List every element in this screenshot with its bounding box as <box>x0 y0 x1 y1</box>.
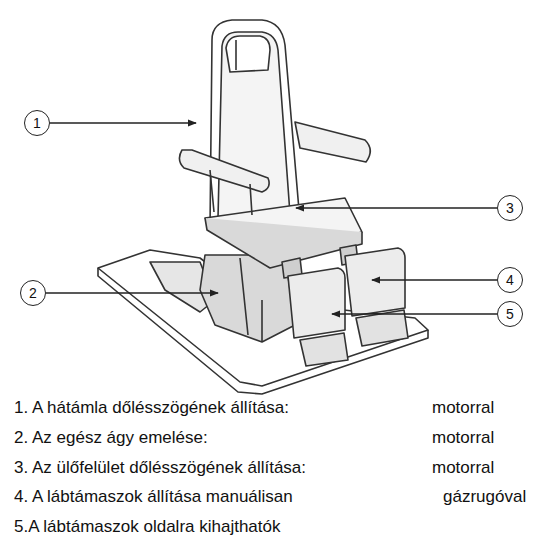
callout-number: 4 <box>506 273 514 287</box>
leader-line <box>296 207 497 208</box>
callout-number: 2 <box>29 286 37 300</box>
armrest-right <box>295 122 370 162</box>
caption-text: 5.A lábtámaszok oldalra kihajthatók <box>14 517 281 537</box>
legrest-right-foot <box>356 310 408 346</box>
armrest-left-post <box>210 170 252 215</box>
leader-line <box>46 292 218 293</box>
caption-text: 4. A lábtámaszok állítása manuálisan <box>14 487 293 507</box>
caption-text: 3. Az ülőfelület dőlésszögének állítása: <box>14 458 306 478</box>
callout-circle: 5 <box>497 301 523 327</box>
caption-text: motorral <box>432 398 494 418</box>
callout-circle: 4 <box>497 267 523 293</box>
callout-circle: 2 <box>20 280 46 306</box>
caption-text: motorral <box>432 428 494 448</box>
lift-column <box>200 255 295 342</box>
lift-column-edge <box>240 258 262 342</box>
caption-text: 2. Az egész ágy emelése: <box>14 428 208 448</box>
callout-circle: 3 <box>497 195 523 221</box>
callout-number: 1 <box>33 116 41 130</box>
caption-text: 1. A hátámla dőlésszögének állítása: <box>14 398 289 418</box>
caption-text: motorral <box>432 458 494 478</box>
headrest-line <box>235 40 237 70</box>
leader-line <box>372 279 497 280</box>
legrest-left-foot <box>300 333 348 366</box>
legrest-right <box>345 248 405 316</box>
leader-line <box>332 313 497 314</box>
armrest-left <box>179 150 269 192</box>
seat-edge <box>205 218 362 268</box>
backrest <box>210 20 300 228</box>
headrest <box>226 36 270 72</box>
leader-line <box>50 122 196 123</box>
caption-text: gázrugóval <box>443 487 526 507</box>
callout-number: 5 <box>506 307 514 321</box>
callout-number: 3 <box>506 201 514 215</box>
callout-circle: 1 <box>24 110 50 136</box>
legrest-left <box>288 268 345 338</box>
